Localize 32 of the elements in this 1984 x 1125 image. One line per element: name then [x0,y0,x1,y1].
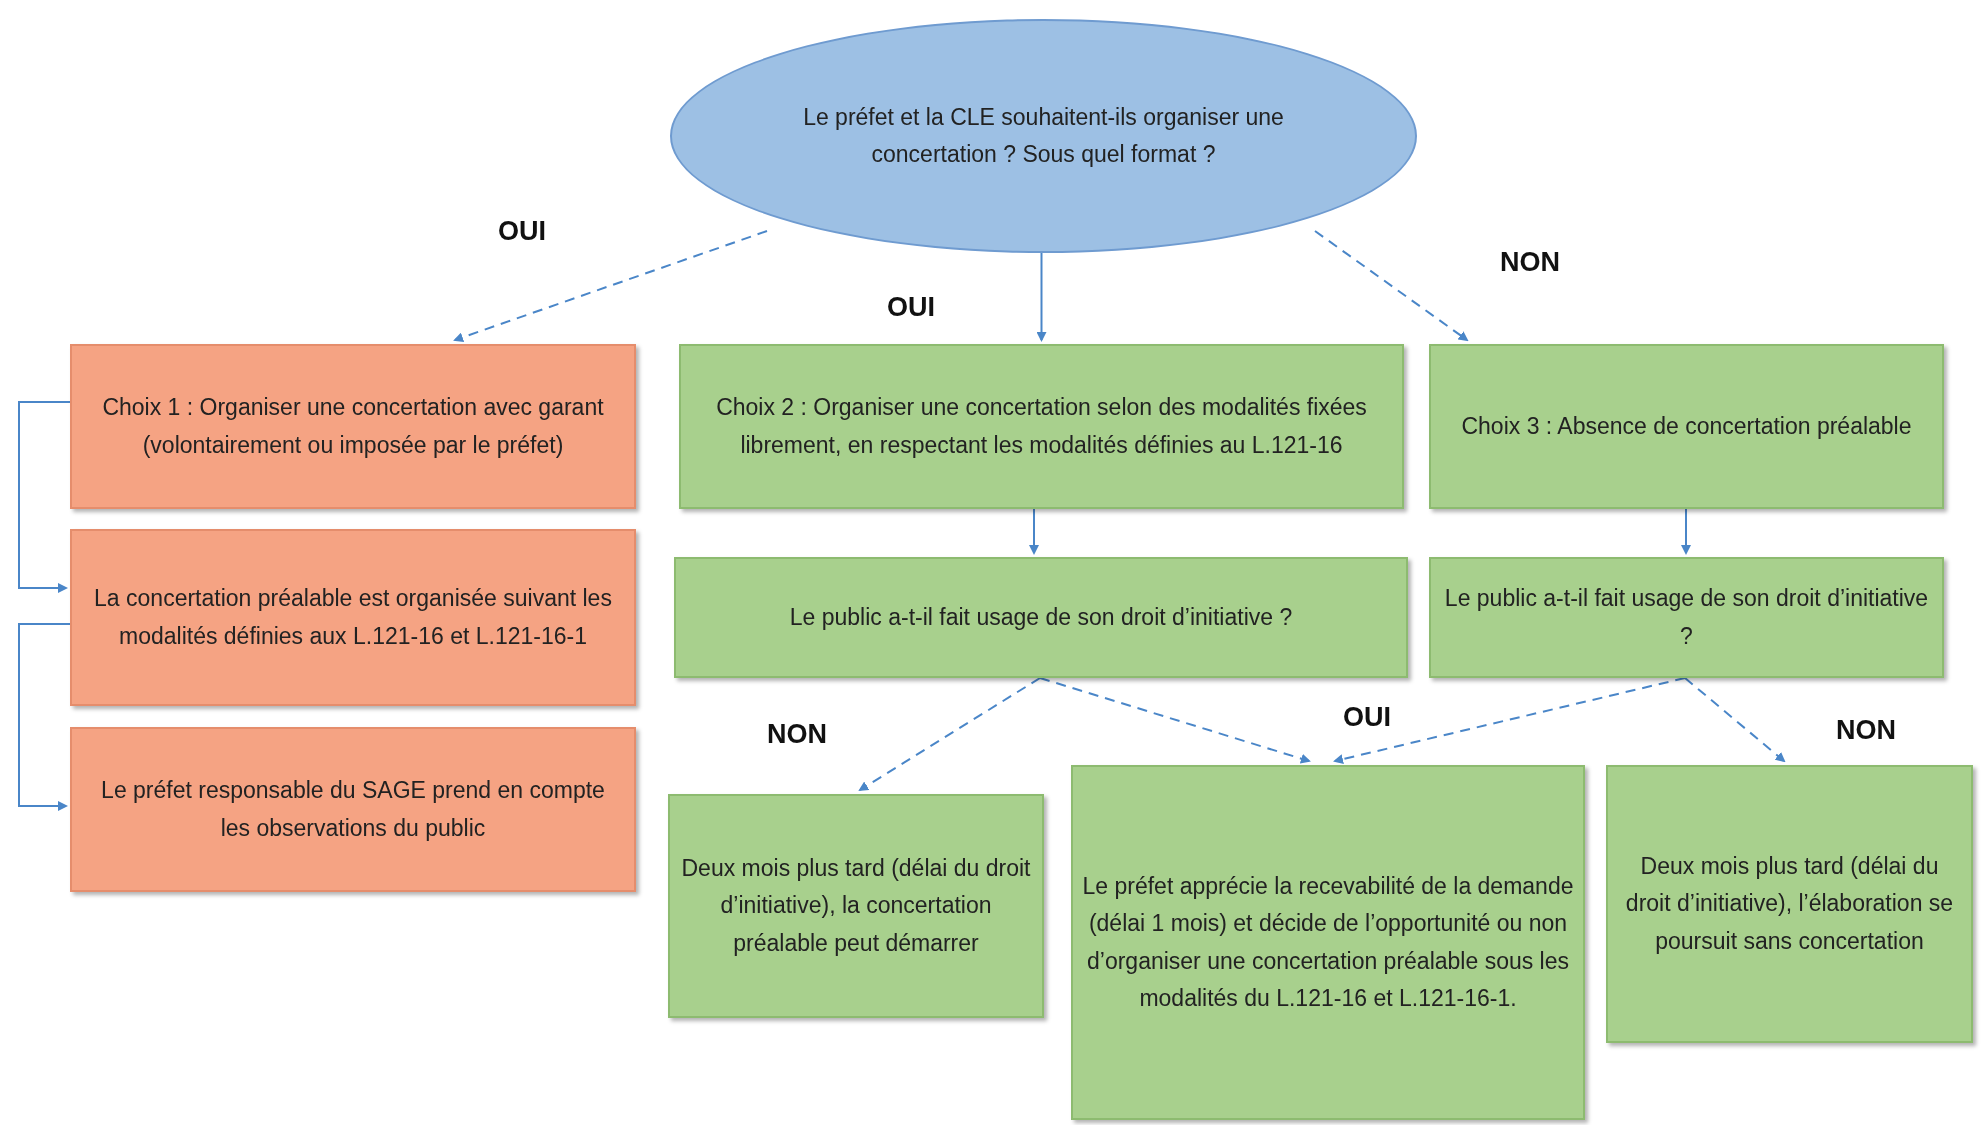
arrow [1039,677,1311,764]
process-box [70,344,636,509]
node-text: Le préfet apprécie la recevabilité de la demande (délai 1 mois) et décide de l’opportunité ou non d’organiser une concertation préalable sous les modalités du L.121-16 et L.121-16-1. [1081,872,1575,1013]
process-box [1429,557,1944,678]
arrow [1036,252,1047,342]
process-box [1606,765,1973,1043]
arrow [1029,508,1039,555]
arrow [1684,677,1786,763]
node-text: Choix 1 : Organiser une concertation avec garant (volontairement ou imposée par le préfet) [101,393,605,460]
process-box [1429,344,1944,509]
node-text: Deux mois plus tard (délai du droit d’initiative), la concertation préalable peut démarrer [680,854,1032,958]
node-text: Le public a-t-il fait usage de son droit d’initiative ? [789,602,1293,632]
arrow [1333,677,1686,764]
node-text: La concertation préalable est organisée suivant les modalités définies aux L.121-16 et L.121-16-1 [93,584,613,651]
arrow [1681,508,1691,555]
process-box [668,794,1044,1018]
node-text: Le préfet et la CLE souhaitent-ils organiser une concertation ? Sous quel format ? [802,102,1285,169]
process-box [679,344,1404,509]
arrow [1314,230,1469,342]
arrow [18,623,71,811]
process-box [1071,765,1585,1120]
arrow [453,230,768,343]
process-box [674,557,1408,678]
process-box [70,727,636,892]
node-text: Le public a-t-il fait usage de son droit d’initiative ? [1443,584,1930,651]
node-text: Deux mois plus tard (délai du droit d’initiative), l’élaboration se poursuit sans concertation [1624,852,1955,956]
node-text: Choix 3 : Absence de concertation préalable [1461,411,1912,441]
node-text: Choix 2 : Organiser une concertation selon des modalités fixées librement, en respectant les modalités définies au L.121-16 [715,393,1368,460]
process-box [70,529,636,706]
arrow [858,677,1041,792]
node-text: Le préfet responsable du SAGE prend en compte les observations du public [100,776,606,843]
arrow [18,401,71,593]
